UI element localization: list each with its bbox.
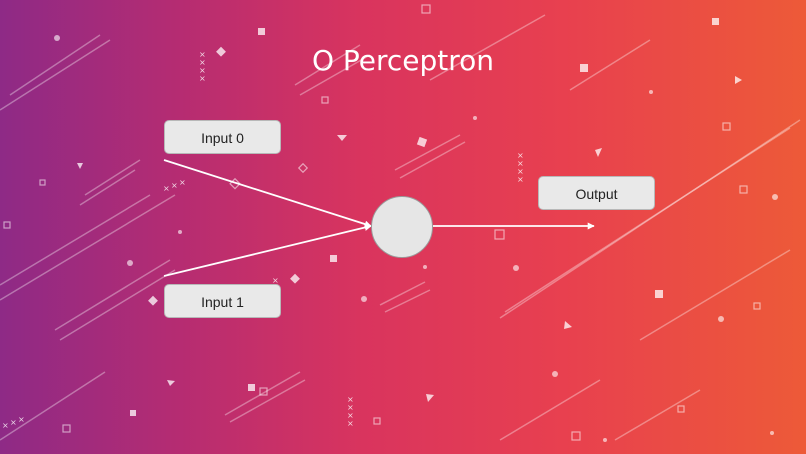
svg-text:×: × <box>163 184 170 193</box>
input-0-node: Input 0 <box>164 120 281 154</box>
svg-text:×: × <box>347 411 354 420</box>
slide-title: O Perceptron <box>311 44 495 77</box>
svg-text:×: × <box>347 419 354 428</box>
svg-text:×: × <box>517 167 524 176</box>
svg-text:×: × <box>199 66 206 75</box>
svg-text:×: × <box>18 415 25 424</box>
svg-text:×: × <box>517 175 524 184</box>
svg-text:×: × <box>199 50 206 59</box>
output-node: Output <box>538 176 655 210</box>
neuron-node <box>371 196 433 258</box>
svg-text:×: × <box>199 74 206 83</box>
svg-text:×: × <box>517 151 524 160</box>
svg-text:×: × <box>10 418 17 427</box>
svg-text:×: × <box>272 276 279 285</box>
svg-text:×: × <box>2 421 9 430</box>
svg-text:×: × <box>171 181 178 190</box>
svg-text:×: × <box>179 178 186 187</box>
edge-input1-to-neuron <box>163 224 372 277</box>
svg-text:×: × <box>517 159 524 168</box>
svg-text:×: × <box>347 403 354 412</box>
input-1-node: Input 1 <box>164 284 281 318</box>
svg-text:×: × <box>347 395 354 404</box>
svg-text:×: × <box>199 58 206 67</box>
edge-input0-to-neuron <box>163 159 372 228</box>
